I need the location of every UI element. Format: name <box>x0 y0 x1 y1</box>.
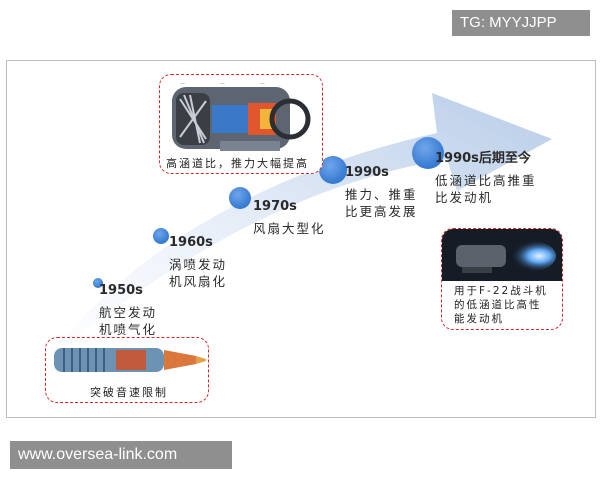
high-bypass-cutaway-icon: — — — <box>160 75 322 173</box>
stage-desc-line: 涡喷发动 <box>169 257 228 272</box>
stage-desc-line: 推力、推重 <box>345 187 418 202</box>
stage-year: 1960s <box>169 235 213 250</box>
stage-1960s: 1960s 涡喷发动 机风扇化 <box>169 235 227 290</box>
evolution-arrow-diagram <box>47 93 552 361</box>
svg-text:—: — <box>260 81 265 87</box>
stage-dot-1990s-late <box>412 137 444 169</box>
stage-desc-line: 比发动机 <box>435 190 494 205</box>
diagram-frame: 1950s 航空发动 机喷气化 1960s 涡喷发动 机风扇化 1970s 风扇… <box>6 60 596 418</box>
stage-year: 1970s <box>253 199 297 214</box>
stage-desc-line: 航空发动 <box>99 305 158 320</box>
stage-1950s: 1950s 航空发动 机喷气化 <box>99 283 157 338</box>
stage-desc-line: 风扇大型化 <box>253 221 326 236</box>
site-url-tag: www.oversea-link.com <box>10 441 232 469</box>
f22-engine-box: 用于F-22战斗机 的低涵道比高性 能发动机 <box>441 228 563 330</box>
early-jet-engine-icon <box>46 338 208 380</box>
high-bypass-engine-box: — — — 高涵道比，推力大幅提高 <box>159 74 323 174</box>
stage-dot-1990s <box>319 156 347 184</box>
box-caption: 高涵道比，推力大幅提高 <box>166 157 309 170</box>
svg-text:—: — <box>180 81 185 87</box>
stage-1990s-late: 1990s后期至今 低涵道比高推重 比发动机 <box>435 147 537 206</box>
box-caption: 突破音速限制 <box>90 386 168 399</box>
stage-dot-1970s <box>229 187 251 209</box>
caption-line: 的低涵道比高性 <box>454 299 542 311</box>
caption-line: 用于F-22战斗机 <box>454 285 548 297</box>
caption-line: 能发动机 <box>454 313 504 325</box>
stage-year: 1990s <box>345 165 389 180</box>
early-engine-box: 突破音速限制 <box>45 337 209 403</box>
stage-dot-1950s <box>93 278 103 288</box>
stage-1990s: 1990s 推力、推重 比更高发展 <box>345 165 418 220</box>
stage-dot-1960s <box>153 228 169 244</box>
afterburner-engine-icon <box>442 229 562 281</box>
stage-desc-line: 比更高发展 <box>345 204 418 219</box>
stage-desc-line: 机风扇化 <box>169 274 228 289</box>
stage-desc-line: 机喷气化 <box>99 322 158 337</box>
watermark-tag: TG: MYYJJPP <box>452 10 590 36</box>
svg-text:—: — <box>220 81 225 87</box>
stage-year: 1950s <box>99 283 143 298</box>
stage-desc-line: 低涵道比高推重 <box>435 173 537 188</box>
stage-year: 1990s后期至今 <box>435 151 531 166</box>
stage-1970s: 1970s 风扇大型化 <box>253 199 326 237</box>
box-caption: 用于F-22战斗机 的低涵道比高性 能发动机 <box>454 284 548 326</box>
